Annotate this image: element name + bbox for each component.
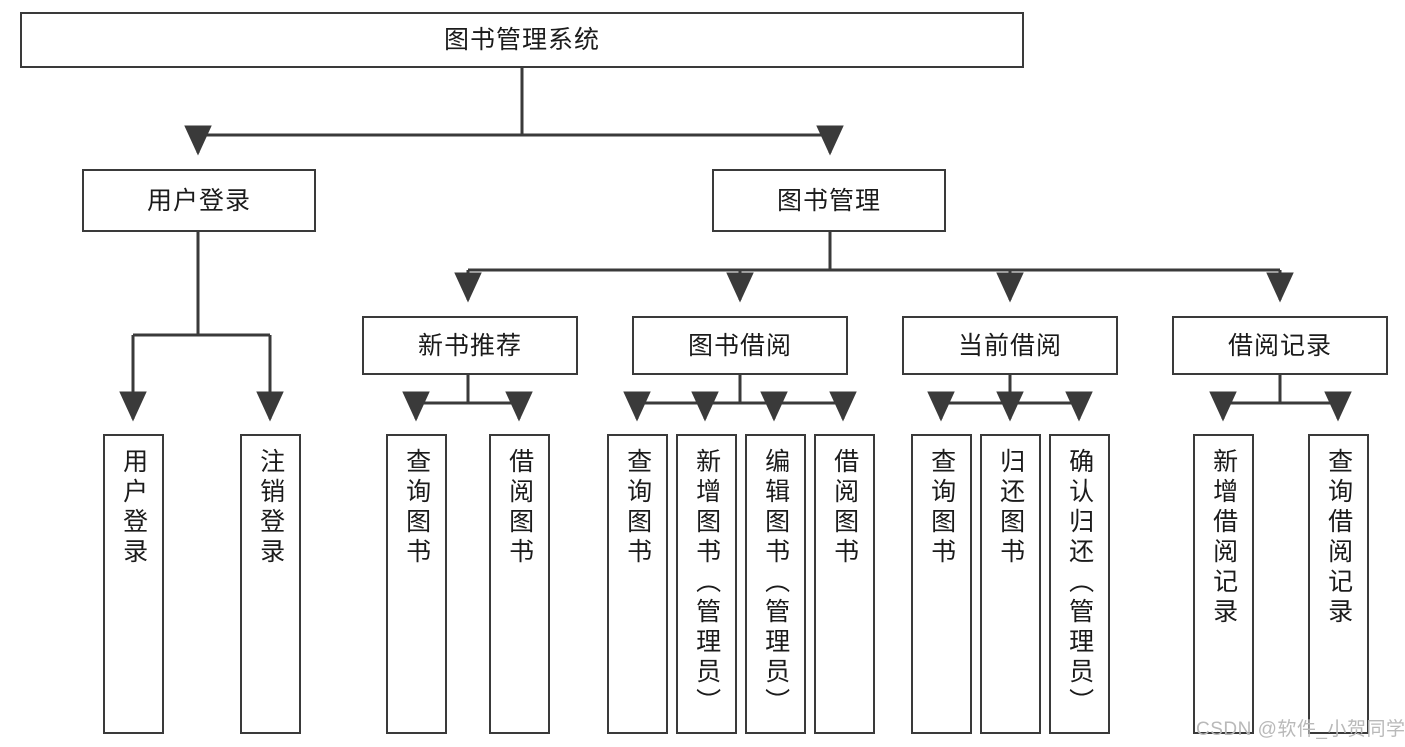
node-label: 编辑图书（管理员） [761, 448, 790, 718]
node-label: 用户登录 [119, 448, 148, 568]
node-current-borrow[interactable]: 当前借阅 [902, 316, 1118, 375]
node-label: 用户登录 [146, 186, 251, 215]
node-label: 借阅图书 [505, 448, 534, 568]
leaf-edit-book-admin[interactable]: 编辑图书（管理员） [745, 434, 806, 734]
node-label: 新增图书（管理员） [692, 448, 721, 718]
leaf-query-book-borrow[interactable]: 查询图书 [607, 434, 668, 734]
node-label: 查询借阅记录 [1324, 448, 1353, 628]
csdn-watermark: CSDN @软件_小贺同学 [1196, 719, 1405, 740]
node-user-login[interactable]: 用户登录 [82, 169, 316, 232]
node-new-book-recommend[interactable]: 新书推荐 [362, 316, 578, 375]
node-book-management[interactable]: 图书管理 [712, 169, 946, 232]
node-label: 注销登录 [256, 448, 285, 568]
node-root-system[interactable]: 图书管理系统 [20, 12, 1024, 68]
node-label: 图书借阅 [687, 331, 792, 360]
node-label: 查询图书 [927, 448, 956, 568]
leaf-borrow-book[interactable]: 借阅图书 [814, 434, 875, 734]
leaf-logout[interactable]: 注销登录 [240, 434, 301, 734]
node-label: 图书管理 [776, 186, 881, 215]
node-label: 确认归还（管理员） [1065, 448, 1094, 718]
node-label: 查询图书 [623, 448, 652, 568]
node-label: 新书推荐 [417, 331, 522, 360]
node-borrow-record[interactable]: 借阅记录 [1172, 316, 1388, 375]
node-label: 查询图书 [402, 448, 431, 568]
leaf-query-book-recommend[interactable]: 查询图书 [386, 434, 447, 734]
node-label: 归还图书 [996, 448, 1025, 568]
leaf-query-borrow-record[interactable]: 查询借阅记录 [1308, 434, 1369, 734]
leaf-query-book-current[interactable]: 查询图书 [911, 434, 972, 734]
node-label: 新增借阅记录 [1209, 448, 1238, 628]
node-label: 图书管理系统 [443, 26, 600, 54]
node-label: 借阅图书 [830, 448, 859, 568]
node-label: 借阅记录 [1227, 331, 1332, 360]
node-book-borrow[interactable]: 图书借阅 [632, 316, 848, 375]
leaf-borrow-book-recommend[interactable]: 借阅图书 [489, 434, 550, 734]
leaf-return-book[interactable]: 归还图书 [980, 434, 1041, 734]
node-label: 当前借阅 [957, 331, 1062, 360]
leaf-user-login[interactable]: 用户登录 [103, 434, 164, 734]
leaf-add-borrow-record[interactable]: 新增借阅记录 [1193, 434, 1254, 734]
leaf-confirm-return-admin[interactable]: 确认归还（管理员） [1049, 434, 1110, 734]
leaf-add-book-admin[interactable]: 新增图书（管理员） [676, 434, 737, 734]
